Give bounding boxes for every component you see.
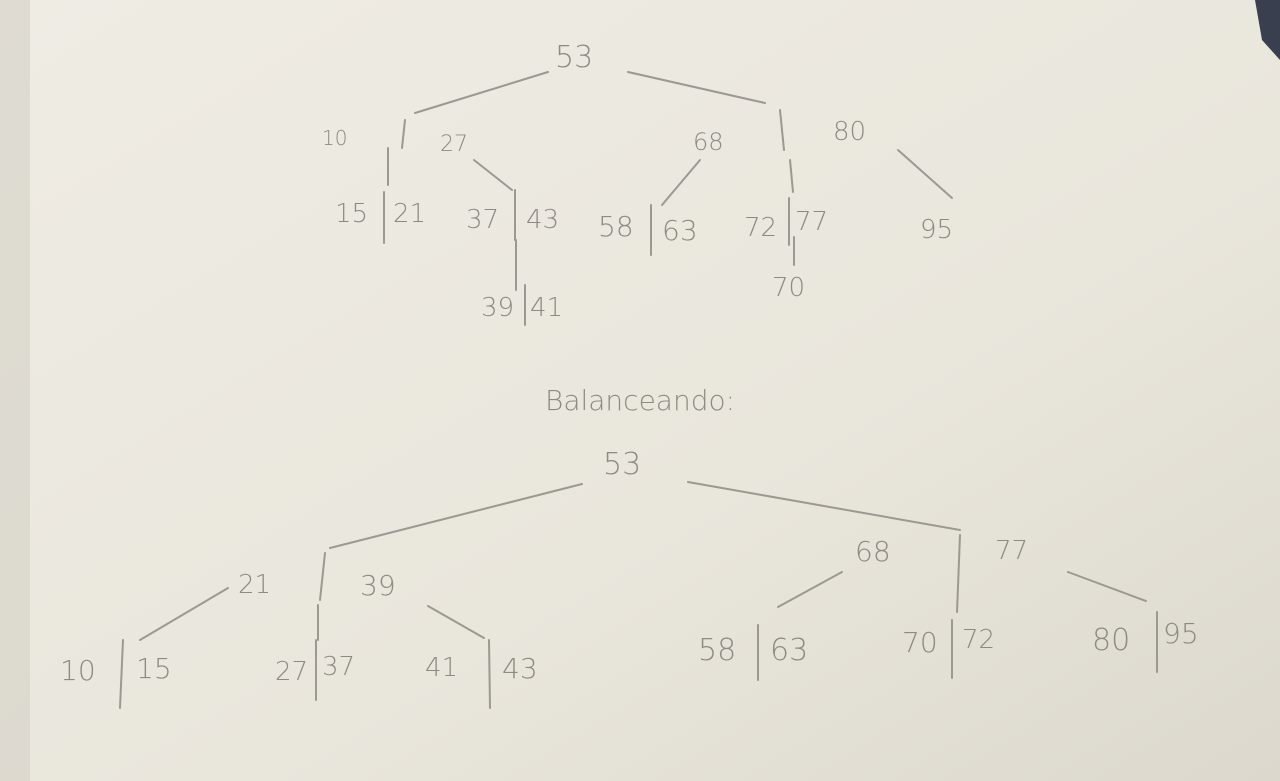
edge	[897, 149, 953, 199]
node-key: 77	[995, 536, 1028, 566]
node-key: 95	[920, 215, 953, 245]
node-key: 53	[555, 40, 593, 75]
edge	[427, 605, 485, 639]
edge	[627, 71, 766, 104]
node-key: 77	[795, 207, 828, 237]
node-key: 53	[603, 447, 641, 482]
node-key: 21	[238, 570, 271, 600]
edge	[777, 571, 843, 608]
top-tree: 53 10 27 68 80 15 21 37 43 58 63 72 77 9…	[322, 40, 953, 326]
edge	[779, 109, 785, 151]
node-key: 80	[833, 117, 866, 147]
node-key: 39	[360, 569, 396, 602]
node-key: 95	[1163, 617, 1199, 650]
edge	[661, 159, 701, 206]
node-key: 27	[440, 132, 468, 157]
node-key: 43	[502, 652, 538, 685]
node-key: 58	[598, 210, 634, 243]
edge	[401, 119, 406, 149]
paper-edge-shadow	[0, 0, 30, 781]
node-key: 41	[530, 293, 563, 323]
node-key: 27	[275, 657, 308, 687]
edge	[687, 481, 961, 531]
node-key: 37	[322, 652, 355, 682]
edge	[139, 587, 229, 641]
node-key: 15	[335, 199, 368, 229]
node-key: 21	[393, 199, 426, 229]
node-key: 80	[1092, 623, 1130, 658]
node-key: 72	[744, 213, 777, 243]
bottom-tree: 53 21 39 68 77 10 15 27 37 41 43 58 63 7…	[60, 447, 1199, 709]
node-key: 41	[425, 653, 458, 683]
edge	[414, 71, 549, 114]
node-key: 39	[481, 293, 514, 323]
edge	[789, 159, 794, 193]
separator	[119, 639, 124, 709]
node-key: 70	[902, 626, 938, 659]
node-key: 63	[662, 214, 698, 247]
node-key: 37	[466, 205, 499, 235]
node-key: 58	[698, 633, 736, 668]
node-key: 68	[693, 128, 724, 156]
node-key: 15	[136, 652, 172, 685]
node-key: 63	[770, 633, 808, 668]
node-key: 10	[60, 654, 96, 687]
edge	[319, 552, 326, 601]
node-key: 43	[526, 205, 559, 235]
separator	[488, 639, 491, 709]
node-key: 68	[855, 535, 891, 568]
node-key: 10	[322, 126, 347, 150]
caption-balanceando: Balanceando:	[545, 384, 735, 417]
edge	[329, 483, 583, 549]
node-key: 72	[962, 625, 995, 655]
edge	[473, 159, 513, 191]
edge	[1067, 571, 1147, 602]
node-key: 70	[772, 273, 805, 303]
edge	[956, 534, 961, 613]
